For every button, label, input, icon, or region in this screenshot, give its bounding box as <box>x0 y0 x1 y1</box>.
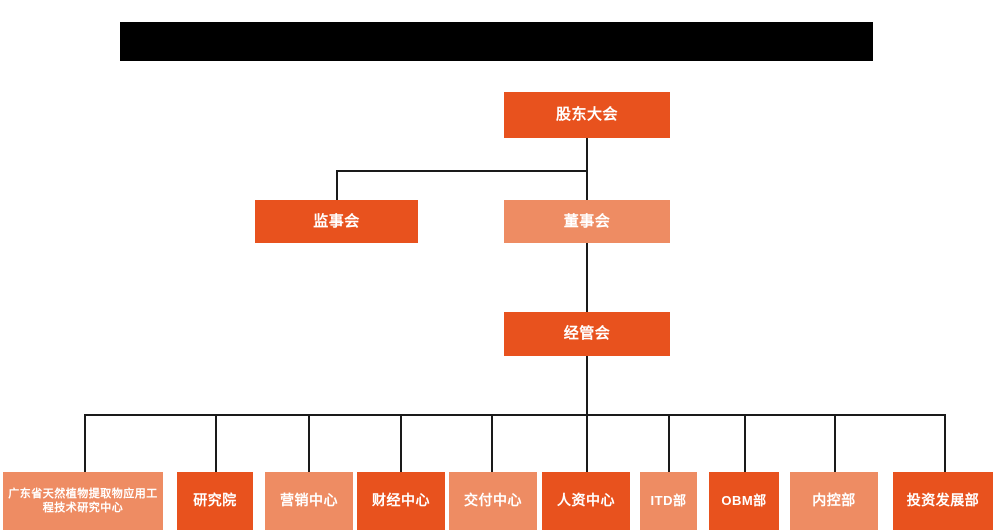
connector-directors-down <box>586 170 588 200</box>
node-research-institute[interactable]: 研究院 <box>177 472 253 530</box>
node-label: 董事会 <box>563 212 611 230</box>
connector-management-down <box>586 356 588 415</box>
node-label: OBM部 <box>721 492 767 508</box>
node-board-of-supervisors[interactable]: 监事会 <box>255 200 418 243</box>
node-marketing-center[interactable]: 营销中心 <box>265 472 353 530</box>
connector-directors-to-management <box>586 243 588 312</box>
node-internal-control-department[interactable]: 内控部 <box>790 472 878 530</box>
node-label: 研究院 <box>193 492 237 509</box>
node-label: 广东省天然植物提取物应用工程技术研究中心 <box>8 487 158 514</box>
node-guangdong-research-center[interactable]: 广东省天然植物提取物应用工程技术研究中心 <box>3 472 163 530</box>
node-delivery-center[interactable]: 交付中心 <box>449 472 537 530</box>
node-label: 监事会 <box>313 212 360 230</box>
connector-drop-research-institute <box>215 414 217 472</box>
node-itd-department[interactable]: ITD部 <box>640 472 697 530</box>
node-hr-center[interactable]: 人资中心 <box>542 472 630 530</box>
connector-level4-bus <box>84 414 945 416</box>
connector-drop-delivery-center <box>491 414 493 472</box>
node-shareholders-meeting[interactable]: 股东大会 <box>504 92 670 138</box>
redacted-title-bar <box>120 22 873 61</box>
node-label: 投资发展部 <box>906 492 980 509</box>
node-label: 人资中心 <box>557 492 615 509</box>
connector-shareholders-down <box>586 138 588 172</box>
node-label: 经管会 <box>563 325 611 343</box>
connector-drop-itd-department <box>668 414 670 472</box>
node-label: 内控部 <box>812 492 856 509</box>
connector-drop-finance-center <box>400 414 402 472</box>
node-label: 营销中心 <box>280 492 338 509</box>
connector-drop-internal-control-department <box>834 414 836 472</box>
node-management-committee[interactable]: 经管会 <box>504 312 670 356</box>
node-label: 股东大会 <box>555 106 618 124</box>
connector-level2-bus <box>336 170 588 172</box>
connector-drop-marketing-center <box>308 414 310 472</box>
node-board-of-directors[interactable]: 董事会 <box>504 200 670 243</box>
connector-drop-guangdong-research-center <box>84 414 86 472</box>
connector-supervisors-down <box>336 170 338 200</box>
node-finance-center[interactable]: 财经中心 <box>357 472 445 530</box>
node-label: 交付中心 <box>464 492 522 509</box>
node-label: 财经中心 <box>372 492 430 509</box>
connector-drop-obm-department <box>744 414 746 472</box>
node-investment-development-department[interactable]: 投资发展部 <box>893 472 993 530</box>
node-obm-department[interactable]: OBM部 <box>709 472 779 530</box>
connector-drop-investment-development-department <box>944 414 946 472</box>
connector-drop-hr-center <box>586 414 588 472</box>
node-label: ITD部 <box>650 492 687 508</box>
